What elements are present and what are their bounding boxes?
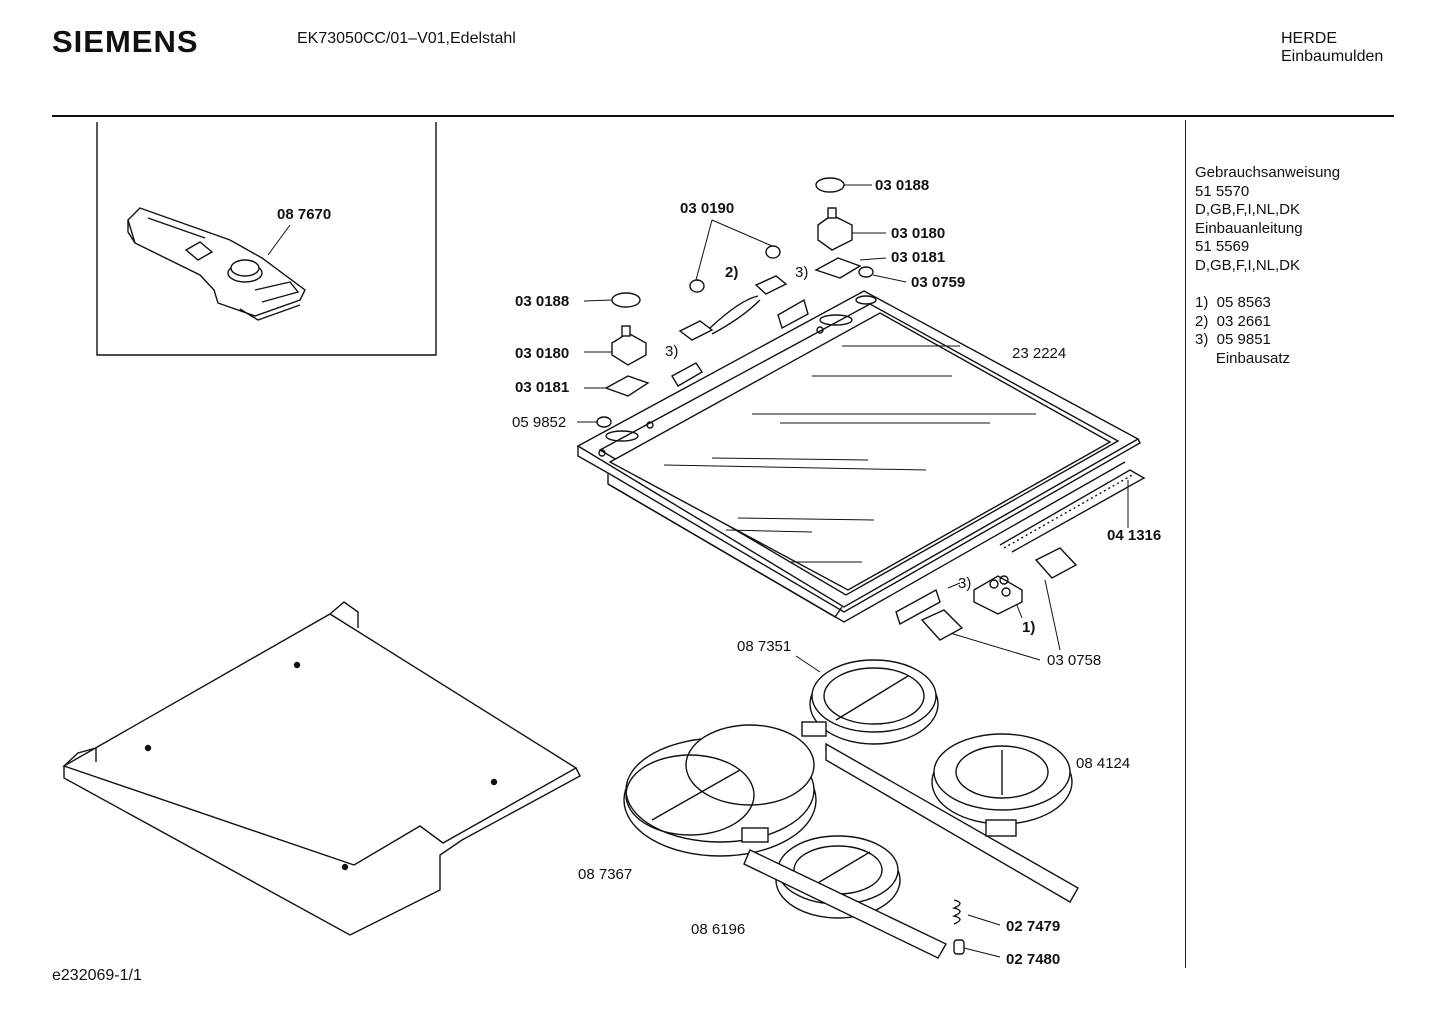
label-clip-top: 03 0759 [911,274,965,291]
notes-panel: Gebrauchsanweisung 51 5570 D,GB,F,I,NL,D… [1195,164,1340,369]
label-ref-2: 2) [725,264,738,281]
note-line: D,GB,F,I,NL,DK [1195,256,1301,274]
switch-group-left [596,292,650,428]
label-glass-panel: 23 2224 [1012,345,1066,362]
switch-group-top [671,177,874,387]
label-burner-front: 08 6196 [691,921,745,938]
label-knob-cap-left: 03 0188 [515,293,569,310]
label-burner-rear-small: 08 7351 [737,638,791,655]
bottom-tray [62,601,581,936]
note-line: Einbauanleitung [1195,219,1303,237]
label-scraper: 08 7670 [277,206,331,223]
label-switch-top: 03 0180 [891,225,945,242]
scraper-inset [96,122,437,356]
model-title: EK73050CC/01–V01,Edelstahl [297,30,516,47]
glass-panel [576,290,1141,623]
seal-strip [999,469,1146,553]
notes-divider [1185,120,1186,968]
label-bracket-left: 03 0181 [515,379,569,396]
burner-right [931,733,1073,837]
label-spring: 02 7479 [1006,918,1060,935]
label-switch-left: 03 0180 [515,345,569,362]
label-cap-small: 05 9852 [512,414,566,431]
label-burner-dual: 08 7367 [578,866,632,883]
label-pin-pair: 03 0190 [680,200,734,217]
note-line: 3) 05 9851 [1195,331,1271,349]
category-block: HERDE Einbaumulden [1281,30,1383,66]
terminal-parts [895,547,1078,641]
label-ref-3-left: 3) [665,343,678,360]
label-ref-3-bottom: 3) [958,575,971,592]
scraper-drawing [127,207,306,321]
label-spacer: 02 7480 [1006,951,1060,968]
label-bracket-top: 03 0181 [891,249,945,266]
note-line: 2) 03 2661 [1195,312,1271,330]
note-line: 1) 05 8563 [1195,294,1271,312]
label-knob-cap-top: 03 0188 [875,177,929,194]
label-ref-3-top: 3) [795,264,808,281]
footer-code: e232069-1/1 [52,967,142,984]
note-line: D,GB,F,I,NL,DK [1195,201,1301,219]
note-line: 51 5570 [1195,182,1250,200]
burner-front [743,835,947,959]
burner-rear-small [801,659,1079,903]
note-line: Einbausatz [1195,349,1291,367]
header-rule [52,115,1394,117]
brand-logo: SIEMENS [52,24,199,59]
label-seal-strip: 04 1316 [1107,527,1161,544]
label-burner-right: 08 4124 [1076,755,1130,772]
leader-line [267,224,291,256]
subcategory: Einbaumulden [1281,48,1384,65]
note-line: 51 5569 [1195,238,1250,256]
category: HERDE [1281,30,1338,47]
label-ref-1: 1) [1022,619,1035,636]
spring-spacer [951,899,965,955]
burner-dual [623,724,817,857]
label-terminal-clamp: 03 0758 [1047,652,1101,669]
note-line: Gebrauchsanweisung [1195,164,1341,181]
